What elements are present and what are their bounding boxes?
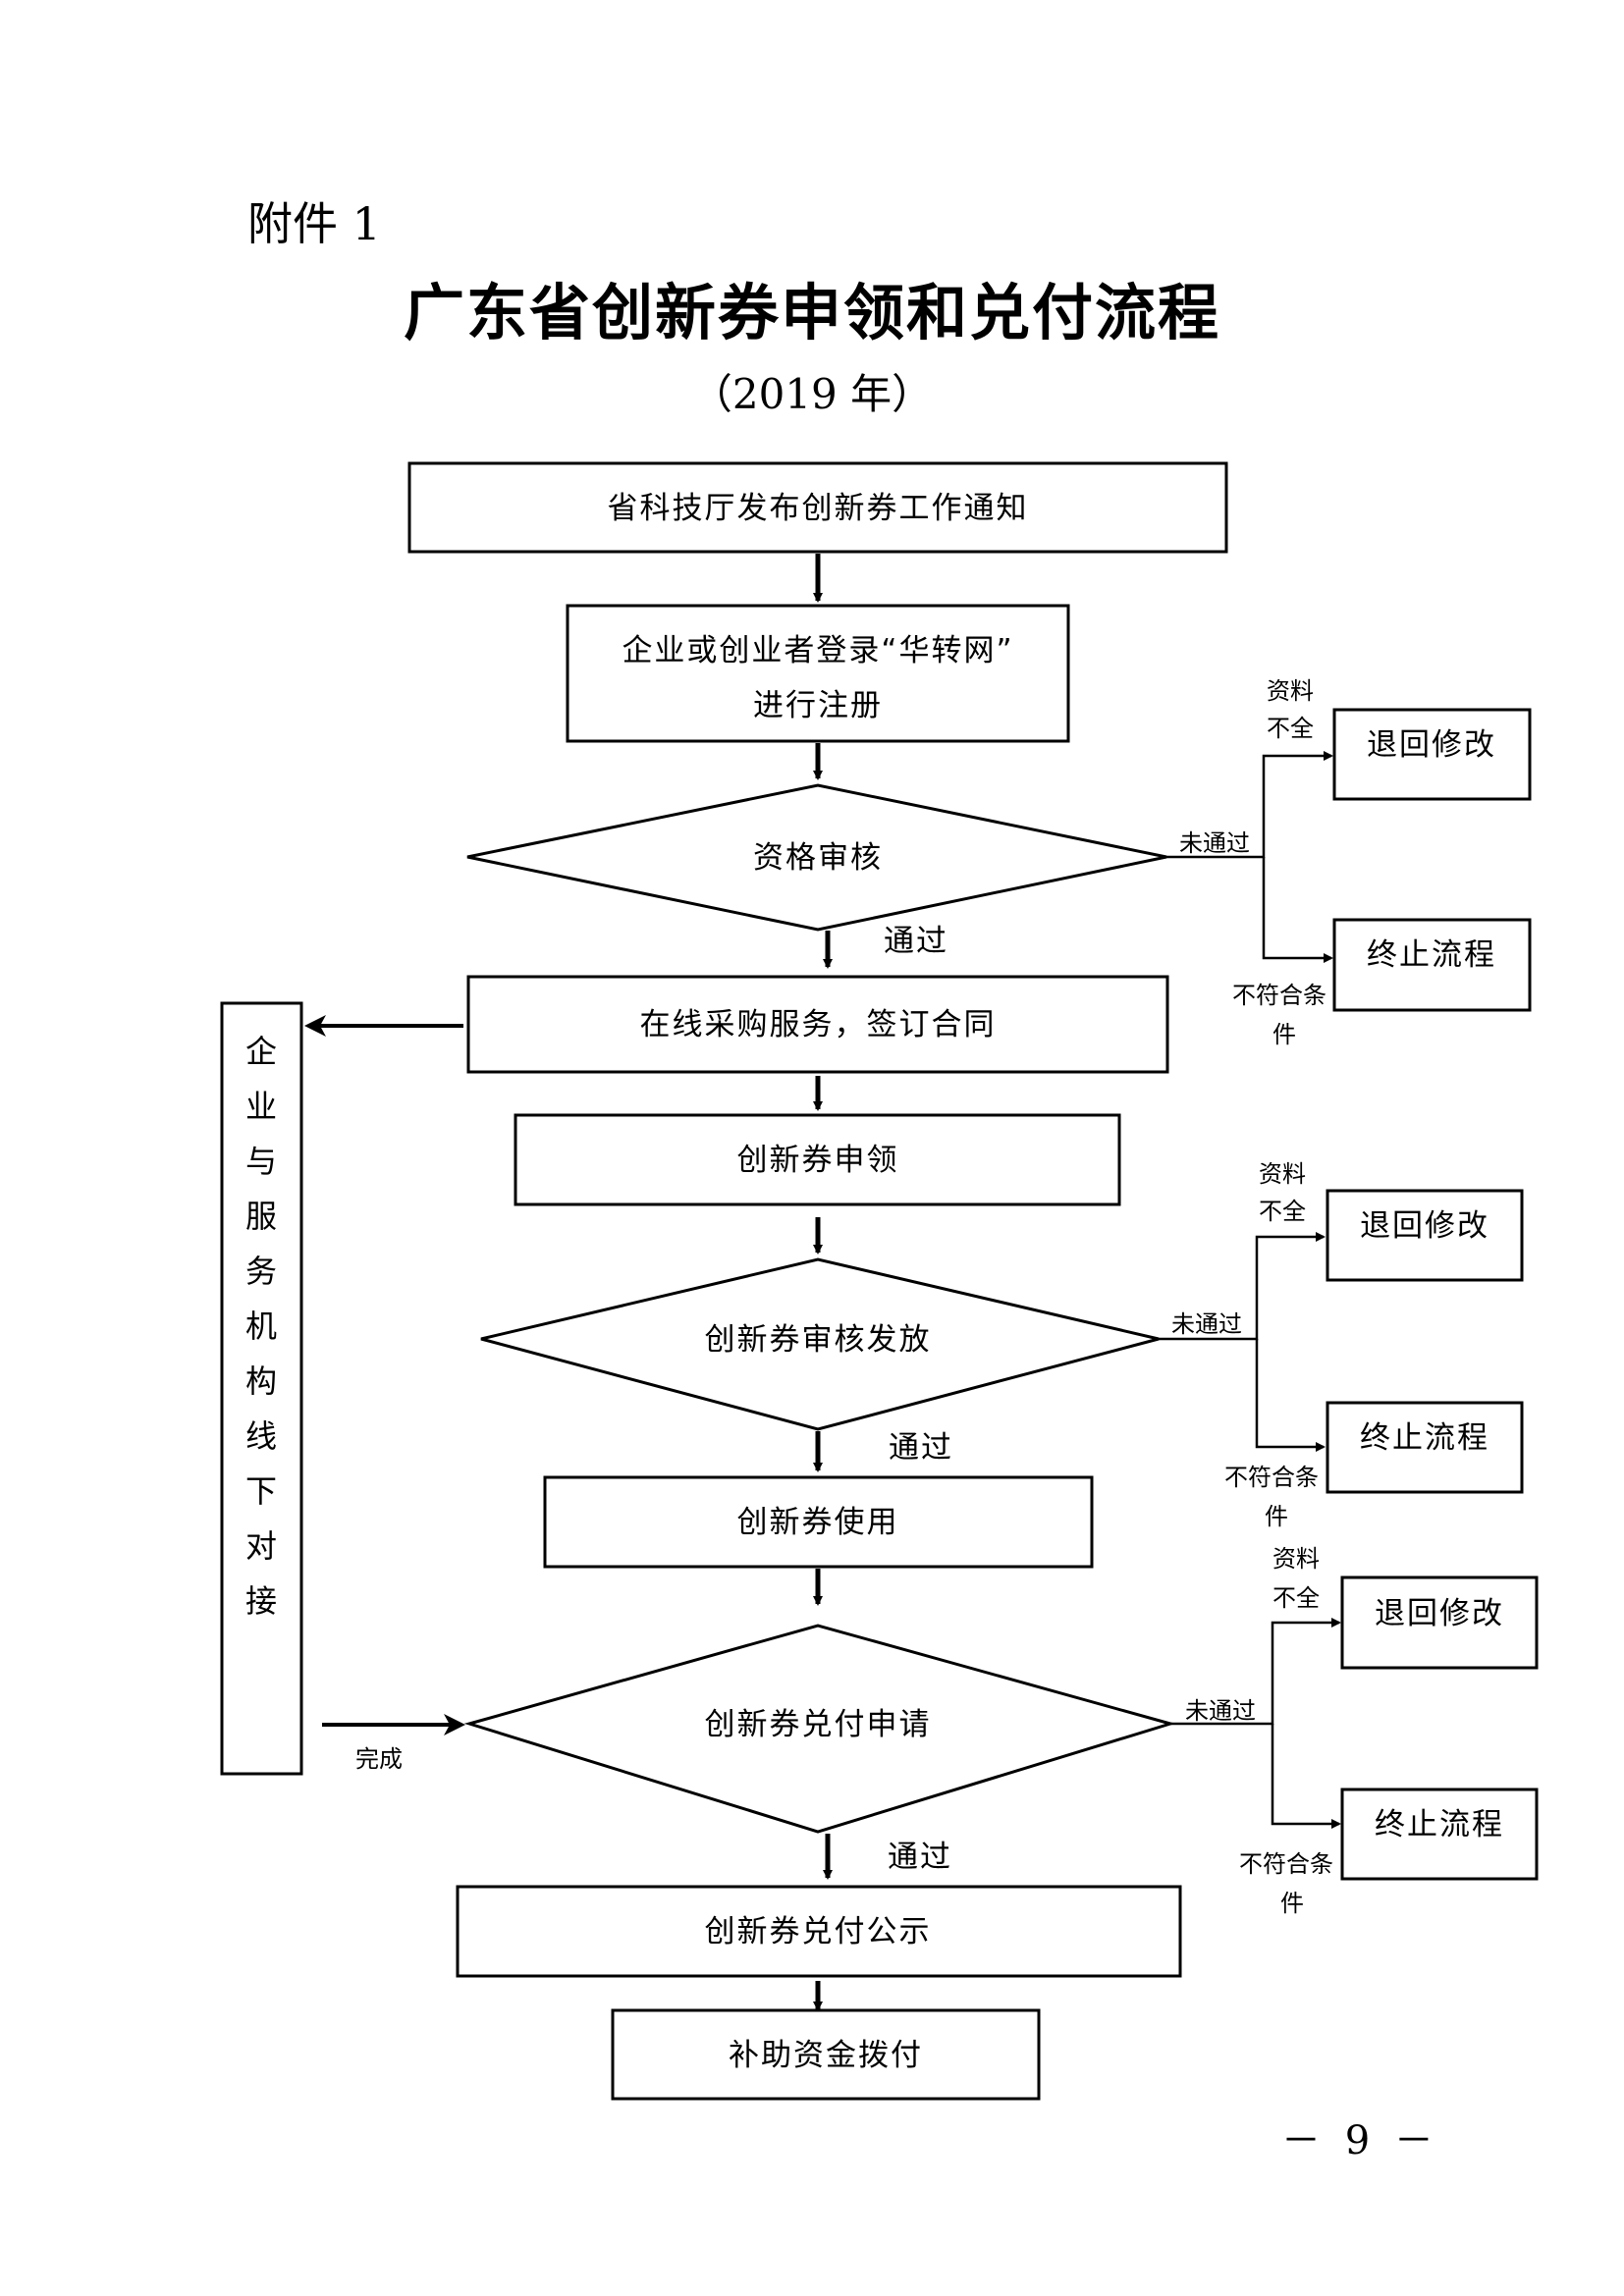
side-label-char: 接: [245, 1582, 277, 1620]
incomplete-label-line1: 资料: [1272, 1545, 1320, 1573]
return-modify-box: [1326, 1189, 1524, 1282]
side-label-char: 服: [245, 1198, 277, 1235]
side-label-char: 务: [245, 1253, 277, 1290]
step-online-purchase-label: 在线采购服务，签订合同: [640, 1007, 997, 1042]
not-passed-label: 未通过: [1171, 1310, 1242, 1338]
step-voucher-use-label: 创新券使用: [737, 1505, 899, 1540]
decision-qualification-label: 资格审核: [753, 840, 883, 876]
side-label-char: 业: [245, 1088, 277, 1125]
terminate-label: 终止流程: [1367, 937, 1496, 973]
page-number: － 9 －: [1281, 2118, 1439, 2163]
step-notice-box: [407, 461, 1228, 554]
branch-line-ineligible: [1262, 857, 1333, 963]
step-register-box: [566, 604, 1070, 743]
incomplete-label-line2: 不全: [1259, 1198, 1306, 1225]
step-voucher-use-box: [543, 1475, 1094, 1569]
decision-review-issue-label: 创新券审核发放: [705, 1322, 932, 1358]
incomplete-label-line1: 资料: [1267, 677, 1314, 705]
complete-label: 完成: [355, 1745, 403, 1773]
terminate-label: 终止流程: [1375, 1807, 1504, 1842]
terminate-box: [1326, 1401, 1524, 1494]
incomplete-label-line2: 不全: [1267, 715, 1314, 742]
terminate-box: [1332, 918, 1532, 1012]
step-redeem-public-box: [456, 1885, 1182, 1978]
step-redeem-public-label: 创新券兑付公示: [705, 1914, 932, 1949]
decision-redeem-apply-diamond: [463, 1624, 1176, 1834]
incomplete-label-line1: 资料: [1259, 1160, 1306, 1188]
side-label-char: 下: [245, 1472, 277, 1510]
decision-qualification-diamond: [466, 783, 1167, 932]
passed-label: 通过: [884, 924, 948, 959]
side-label-char: 企: [245, 1033, 277, 1070]
return-modify-box: [1332, 708, 1532, 801]
step-voucher-apply-box: [514, 1113, 1121, 1206]
terminate-label: 终止流程: [1360, 1420, 1489, 1456]
side-label-char: 与: [245, 1143, 277, 1180]
step-funds-payment-box: [611, 2008, 1041, 2101]
ineligible-label-line1: 不符合条: [1239, 1850, 1333, 1878]
return-modify-label: 退回修改: [1375, 1596, 1504, 1631]
step-register-label-line2: 进行注册: [753, 688, 883, 723]
branch-line-incomplete: [1166, 751, 1333, 859]
ineligible-label-line1: 不符合条: [1224, 1464, 1319, 1491]
ineligible-label-line2: 件: [1265, 1503, 1288, 1530]
passed-label: 通过: [889, 1430, 953, 1466]
branch-line-ineligible: [1255, 1339, 1326, 1452]
ineligible-label-line1: 不符合条: [1232, 982, 1326, 1009]
ineligible-label-line2: 件: [1280, 1890, 1304, 1917]
step-register-label-line1: 企业或创业者登录“华转网”: [622, 633, 1013, 668]
side-label-char: 构: [245, 1362, 277, 1400]
step-voucher-apply-label: 创新券申领: [737, 1143, 899, 1178]
side-label-char: 线: [245, 1417, 277, 1455]
step-online-purchase-box: [466, 975, 1169, 1074]
decision-redeem-apply-label: 创新券兑付申请: [705, 1707, 932, 1742]
branch-line-incomplete: [1170, 1618, 1341, 1726]
page-subtitle-year: （2019 年）: [690, 370, 934, 418]
side-label-char: 对: [245, 1527, 277, 1565]
side-label-char: 机: [245, 1308, 277, 1345]
passed-label: 通过: [888, 1840, 952, 1875]
not-passed-label: 未通过: [1185, 1697, 1256, 1725]
step-funds-payment-label: 补助资金拨付: [729, 2038, 923, 2073]
ineligible-label-line2: 件: [1272, 1021, 1296, 1048]
attachment-label: 附件 1: [247, 197, 381, 250]
terminate-box: [1340, 1788, 1539, 1881]
branch-line-ineligible: [1271, 1724, 1341, 1829]
branch-line-incomplete: [1159, 1232, 1326, 1341]
not-passed-label: 未通过: [1179, 829, 1250, 857]
page-title: 广东省创新券申领和兑付流程: [403, 277, 1220, 348]
return-modify-label: 退回修改: [1360, 1208, 1489, 1244]
return-modify-box: [1340, 1575, 1539, 1670]
return-modify-label: 退回修改: [1367, 727, 1496, 763]
incomplete-label-line2: 不全: [1272, 1584, 1320, 1612]
step-notice-label: 省科技厅发布创新券工作通知: [608, 491, 1029, 526]
decision-review-issue-diamond: [480, 1257, 1160, 1431]
side-offline-box: [220, 1001, 303, 1776]
